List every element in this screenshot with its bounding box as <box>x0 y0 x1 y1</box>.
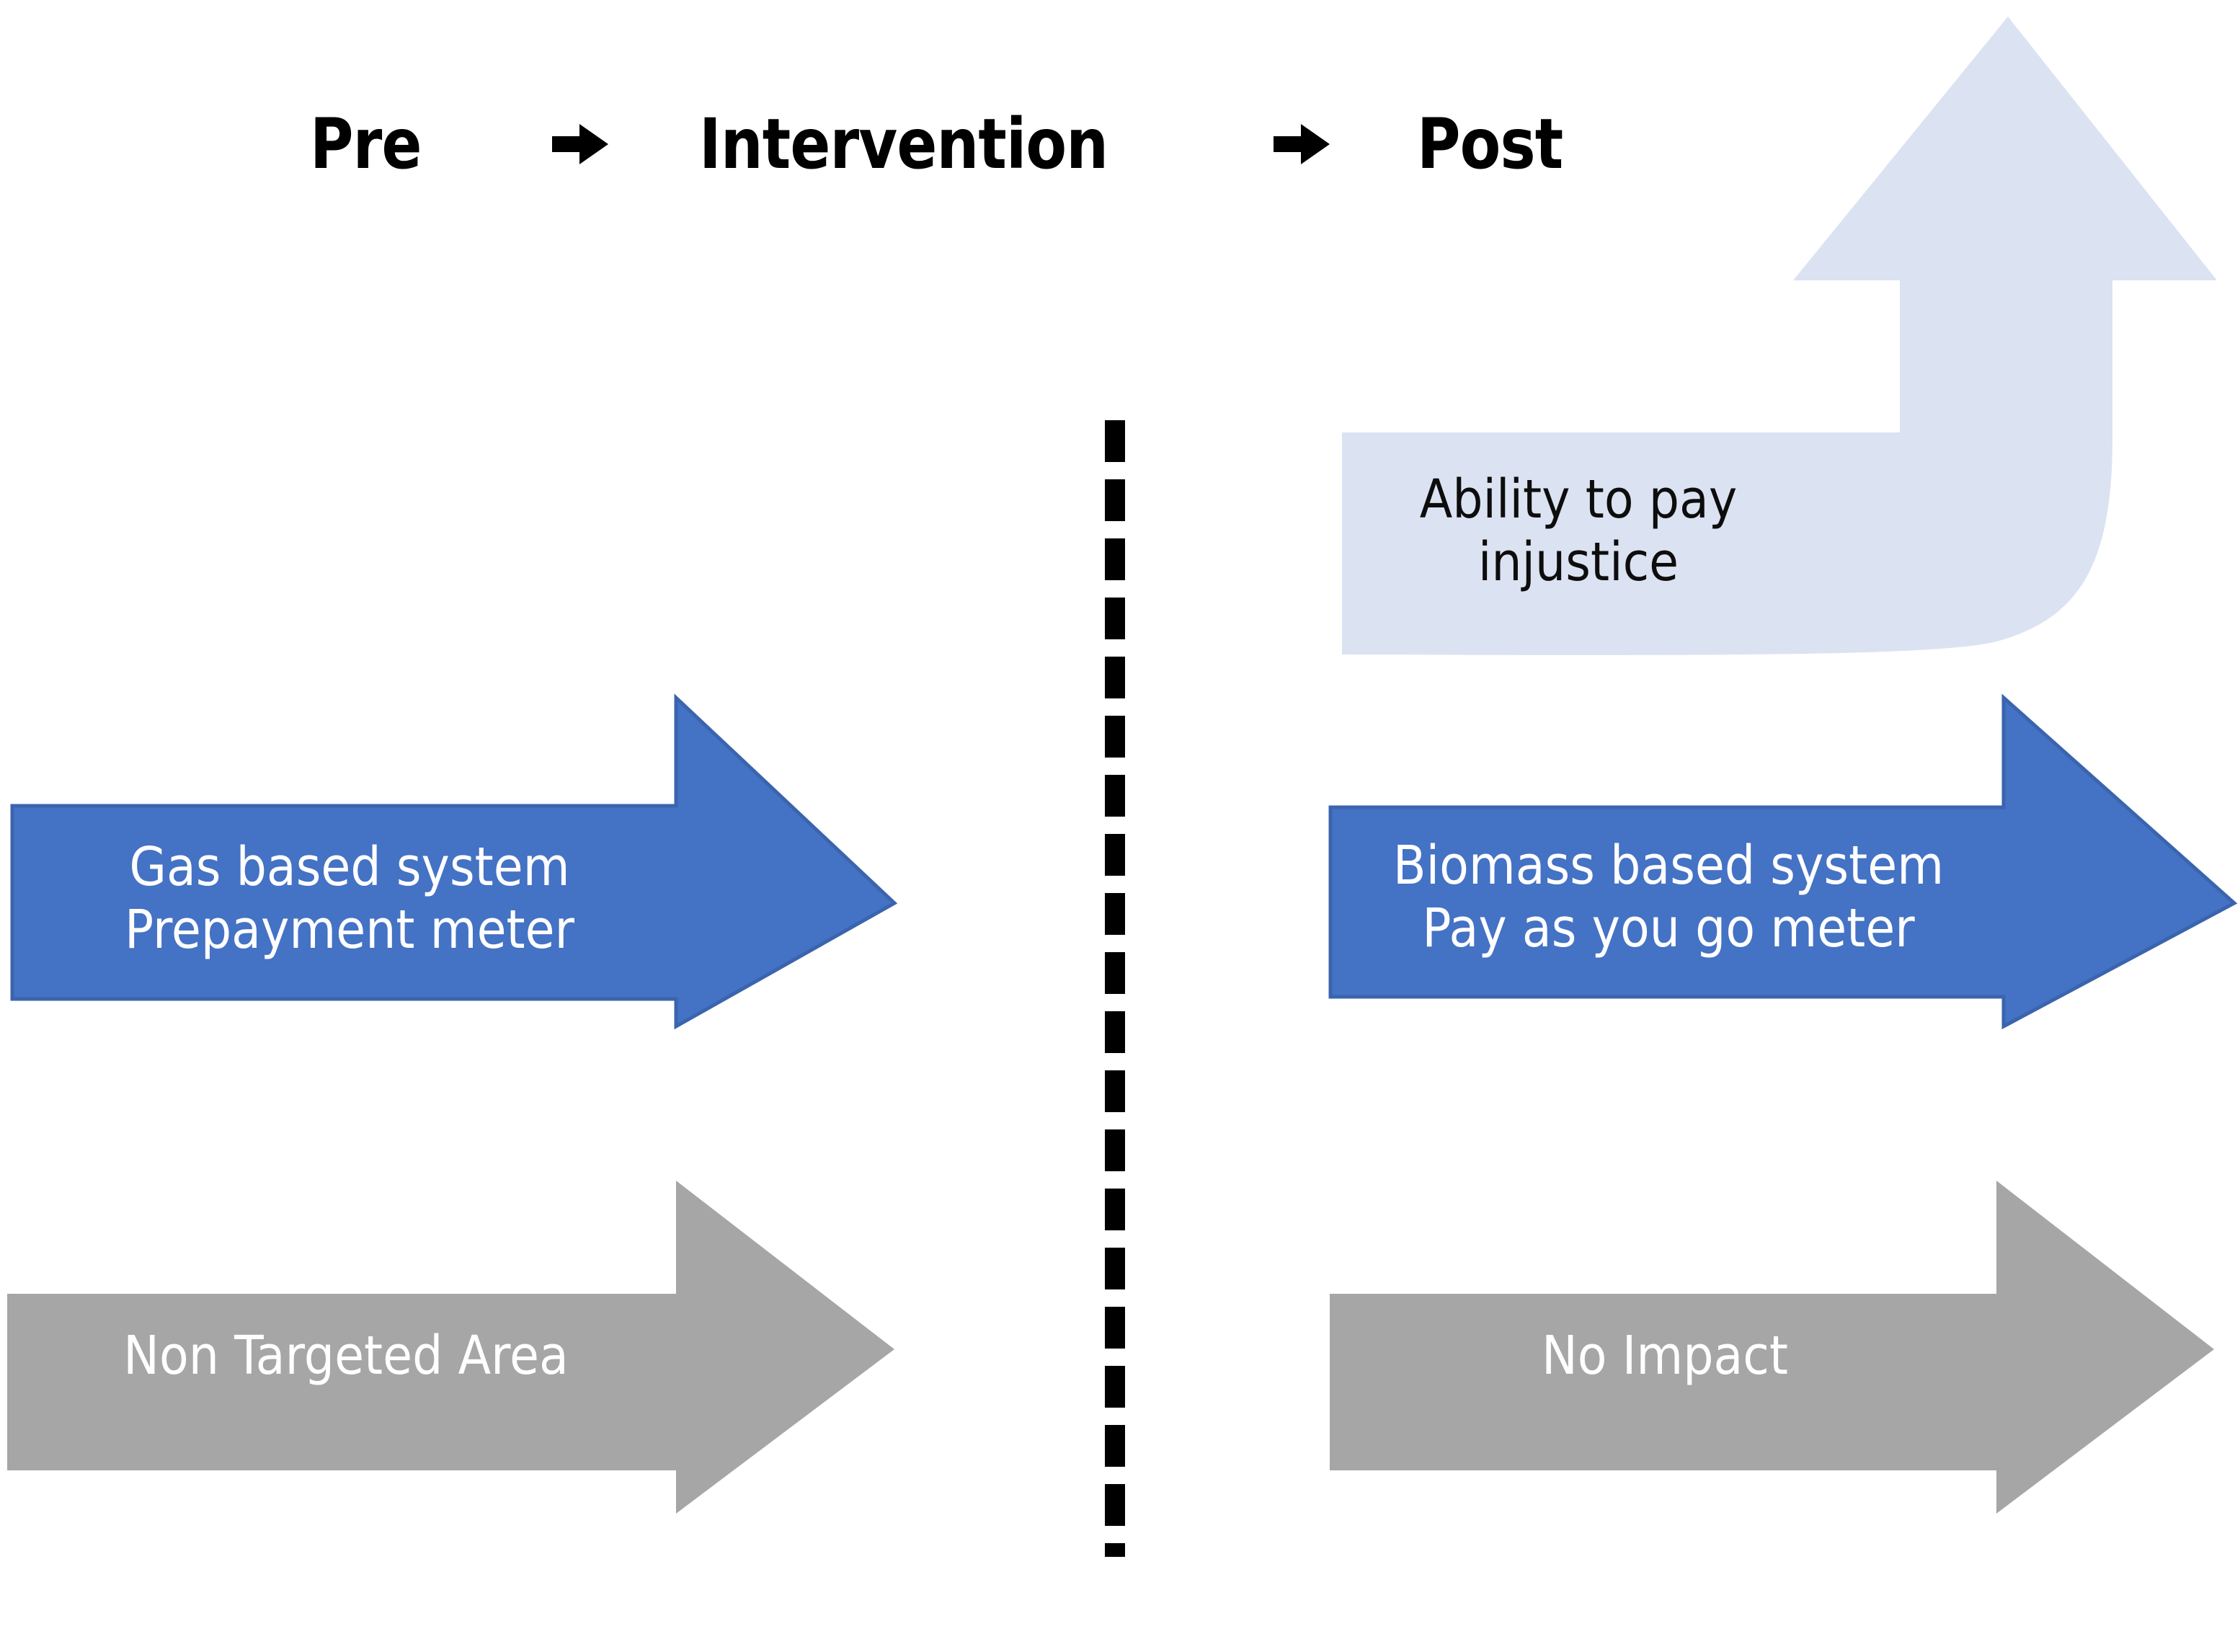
stage-label-post: Post <box>1417 104 1563 185</box>
right-arrow-icon <box>548 112 613 177</box>
post-control-area-arrow <box>1330 1181 2214 1514</box>
right-arrow-icon-2 <box>1269 112 1334 177</box>
stage-label-pre: Pre <box>310 104 422 185</box>
pre-control-area-arrow <box>7 1181 894 1514</box>
pre-intervention-system-arrow <box>10 693 898 1030</box>
ability-to-pay-outcome-arrow <box>1342 17 2217 655</box>
stage-header-row: Pre Intervention Post <box>310 94 1723 195</box>
stage-label-intervention: Intervention <box>698 104 1108 185</box>
post-intervention-system-arrow <box>1328 693 2238 1030</box>
